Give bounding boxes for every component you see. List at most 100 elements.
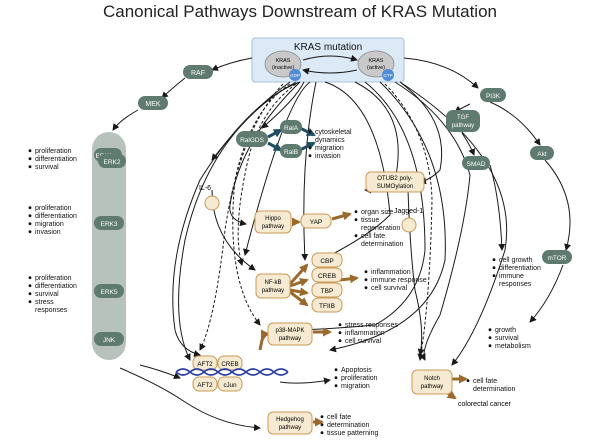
svg-text:Jagged-1: Jagged-1	[394, 208, 423, 215]
outcome-erk12-item: survival	[35, 164, 59, 171]
outcome-erk5-item: responses	[35, 307, 68, 314]
outcome-mtor-item: growth	[495, 327, 516, 334]
mek-node: MEK	[138, 96, 168, 110]
bullet-dot	[338, 323, 342, 327]
svg-text:RalB: RalB	[284, 149, 298, 156]
tgf-node: TGF pathway	[446, 110, 480, 132]
outcome-erk5-item: proliferation	[35, 275, 72, 282]
il6-node: IL-6	[199, 185, 220, 211]
svg-text:TFIIB: TFIIB	[319, 303, 335, 310]
outcome-yap-item: regeneration	[361, 225, 400, 232]
outcome-mtor-item: metabolism	[495, 343, 531, 350]
outcome-erk5-item: differentiation	[35, 283, 77, 290]
outcome-erk12-item: proliferation	[35, 148, 72, 155]
bullet-dot	[308, 146, 312, 150]
cjun-box: cJun	[223, 382, 237, 389]
notch-box: Notch pathway	[411, 369, 453, 395]
bullet-dot	[488, 344, 492, 348]
nfkb-box: NF-kB pathway	[255, 273, 291, 299]
outcome-erk3-item: proliferation	[35, 205, 72, 212]
bullet-dot	[308, 130, 312, 134]
bullet-dot	[28, 276, 32, 280]
bullet-dot	[28, 206, 32, 210]
svg-text:CREB: CREB	[318, 273, 336, 280]
outcome-p38-item: stress responses	[345, 322, 398, 329]
svg-text:pathway: pathway	[262, 288, 284, 294]
bullet-dot	[364, 286, 368, 290]
svg-text:KRAS: KRAS	[276, 58, 291, 64]
outcome-lists: proliferationdifferentiationsurvivalprol…	[28, 129, 541, 437]
kras-active-cloud: KRAS (active) GTP	[357, 50, 395, 81]
tfiib-box: TFIIB	[311, 297, 343, 313]
svg-text:RalA: RalA	[284, 125, 299, 132]
svg-text:pathway: pathway	[262, 224, 284, 230]
svg-text:RAF: RAF	[191, 70, 205, 77]
bullet-dot	[338, 331, 342, 335]
outcome-notch-item: determination	[473, 386, 516, 393]
bullet-dot	[338, 339, 342, 343]
svg-text:mTOR: mTOR	[547, 255, 566, 262]
colorectal-cancer-label: colorectal cancer	[458, 401, 512, 408]
outcome-aft-item: proliferation	[341, 375, 378, 382]
ralgds-node: RalGDS	[236, 131, 268, 147]
bullet-dot	[28, 165, 32, 169]
dna-helix	[175, 368, 289, 376]
outcome-aft-item: migration	[341, 383, 370, 390]
bullet-dot	[334, 376, 338, 380]
svg-text:pathway: pathway	[452, 123, 474, 129]
yap-box: YAP	[300, 213, 332, 229]
outcome-erk3-item: invasion	[35, 229, 61, 236]
svg-text:MEK: MEK	[145, 101, 161, 108]
erk-column: ERK1 ERK2 ERK3 ERK5 JNK	[92, 132, 126, 360]
signal-arrows	[112, 57, 571, 432]
raf-node: RAF	[183, 65, 213, 79]
bullet-dot	[492, 266, 496, 270]
svg-text:Notch: Notch	[424, 376, 440, 382]
ralb-node: RalB	[280, 144, 302, 158]
svg-text:TGF: TGF	[457, 115, 469, 121]
svg-text:IL-6: IL-6	[199, 185, 211, 192]
bullet-dot	[320, 431, 324, 435]
outcome-mtor-item: survival	[495, 335, 519, 342]
bullet-dot	[28, 222, 32, 226]
outcome-yap-item: tissue	[361, 217, 379, 224]
pi3k-node: PI3K	[480, 88, 506, 102]
smad-node: SMAD	[462, 156, 490, 170]
bullet-dot	[364, 270, 368, 274]
bullet-dot	[28, 149, 32, 153]
gdp-label: GDP	[290, 73, 300, 78]
svg-text:pathway: pathway	[421, 384, 443, 390]
outcome-smad-item: cell growth	[499, 257, 533, 264]
bullet-dot	[492, 274, 496, 278]
svg-text:(inactive): (inactive)	[272, 65, 294, 71]
outcome-hedgehog-item: cell fate	[327, 414, 351, 421]
bullet-dot	[320, 423, 324, 427]
outcome-ral-item: dynamics	[315, 137, 345, 144]
svg-text:NF-kB: NF-kB	[265, 280, 282, 286]
bullet-dot	[354, 210, 358, 214]
kras-inactive-cloud: KRAS (inactive) GDP	[264, 50, 302, 81]
bullet-dot	[320, 415, 324, 419]
bullet-dot	[28, 230, 32, 234]
bullet-dot	[28, 284, 32, 288]
akt-node: Akt	[530, 146, 554, 160]
svg-text:SUMOylation: SUMOylation	[377, 183, 414, 190]
outcome-hedgehog-item: determination	[327, 422, 370, 429]
outcome-smad-item: immune	[499, 273, 524, 280]
bullet-dot	[308, 154, 312, 158]
hedgehog-box: Hedgehog pathway	[267, 411, 313, 435]
svg-text:(active): (active)	[367, 65, 385, 71]
bullet-dot	[466, 379, 470, 383]
outcome-yap-item: determination	[361, 241, 404, 248]
bullet-dot	[492, 258, 496, 262]
bullet-dot	[488, 336, 492, 340]
outcome-ral-item: migration	[315, 145, 344, 152]
bullet-dot	[28, 214, 32, 218]
dashed-arrows	[199, 83, 433, 361]
outcome-notch-item: cell fate	[473, 378, 497, 385]
svg-text:p38-MAPK: p38-MAPK	[275, 328, 304, 334]
creb-box: CREB	[311, 267, 343, 283]
outcome-erk12-item: differentiation	[35, 156, 77, 163]
bullet-dot	[488, 328, 492, 332]
